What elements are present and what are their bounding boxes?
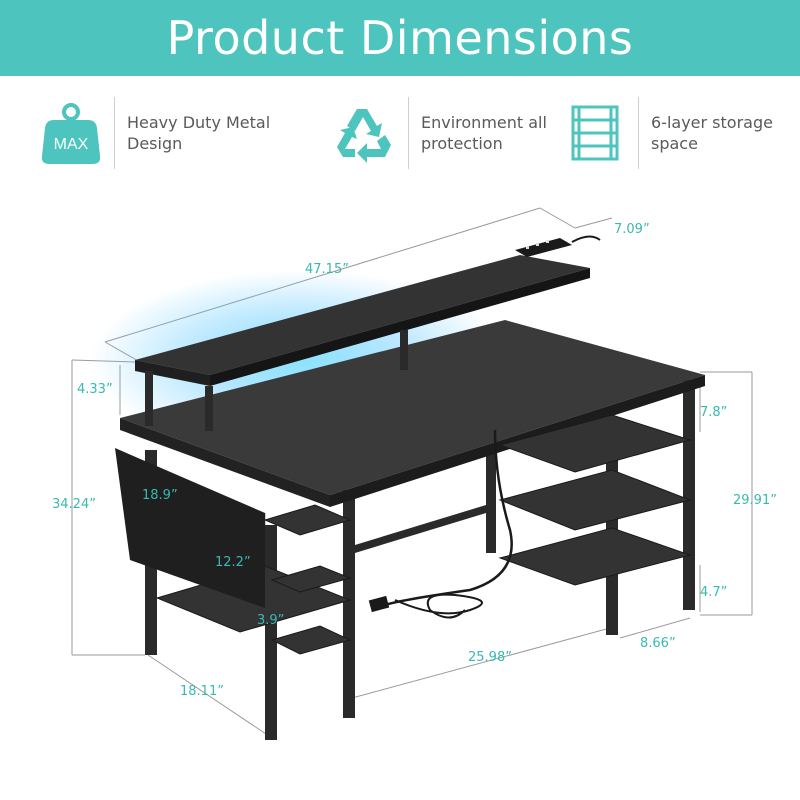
dim-width: 47.15” bbox=[305, 262, 349, 277]
feature-heavy-duty: MAX Heavy Duty Metal Design bbox=[36, 96, 327, 170]
dim-bag-width: 18.9” bbox=[142, 488, 178, 503]
feature-divider bbox=[114, 97, 115, 169]
dim-knee-width: 25.98” bbox=[468, 650, 512, 665]
monitor-stand bbox=[135, 255, 590, 431]
feature-storage: 6-layer storage space bbox=[560, 96, 781, 170]
feature-label: Heavy Duty Metal Design bbox=[127, 113, 271, 153]
dim-desk-height: 29.91” bbox=[733, 493, 777, 508]
feature-label: Environment all protection bbox=[421, 113, 547, 153]
dim-bag-height: 12.2” bbox=[215, 555, 251, 570]
feature-label: 6-layer storage space bbox=[651, 113, 773, 153]
shelf-icon bbox=[560, 96, 630, 170]
dim-total-height: 34.24” bbox=[52, 497, 96, 512]
dim-monitor-depth: 7.09” bbox=[614, 222, 650, 237]
feature-divider bbox=[408, 97, 409, 169]
desk-top bbox=[120, 320, 705, 495]
feature-divider bbox=[638, 97, 639, 169]
max-weight-icon: MAX bbox=[36, 96, 106, 170]
recycle-icon bbox=[330, 96, 400, 170]
storage-bag bbox=[115, 448, 265, 608]
feature-environment: Environment all protection bbox=[330, 96, 561, 170]
page-title: Product Dimensions bbox=[166, 11, 634, 65]
power-strip bbox=[515, 235, 601, 257]
max-badge-text: MAX bbox=[54, 136, 89, 153]
dim-bag-depth: 3.9” bbox=[257, 613, 285, 628]
dim-floor-gap: 4.7” bbox=[700, 585, 728, 600]
desk-illustration bbox=[71, 207, 753, 740]
dim-shelf-depth: 8.66” bbox=[640, 636, 676, 651]
header-banner: Product Dimensions bbox=[0, 0, 800, 76]
power-cord bbox=[384, 429, 513, 607]
dim-riser-height: 4.33” bbox=[77, 382, 113, 397]
right-shelves bbox=[498, 414, 692, 586]
dim-depth: 18.11” bbox=[180, 684, 224, 699]
dim-shelf-gap: 7.8” bbox=[700, 405, 728, 420]
